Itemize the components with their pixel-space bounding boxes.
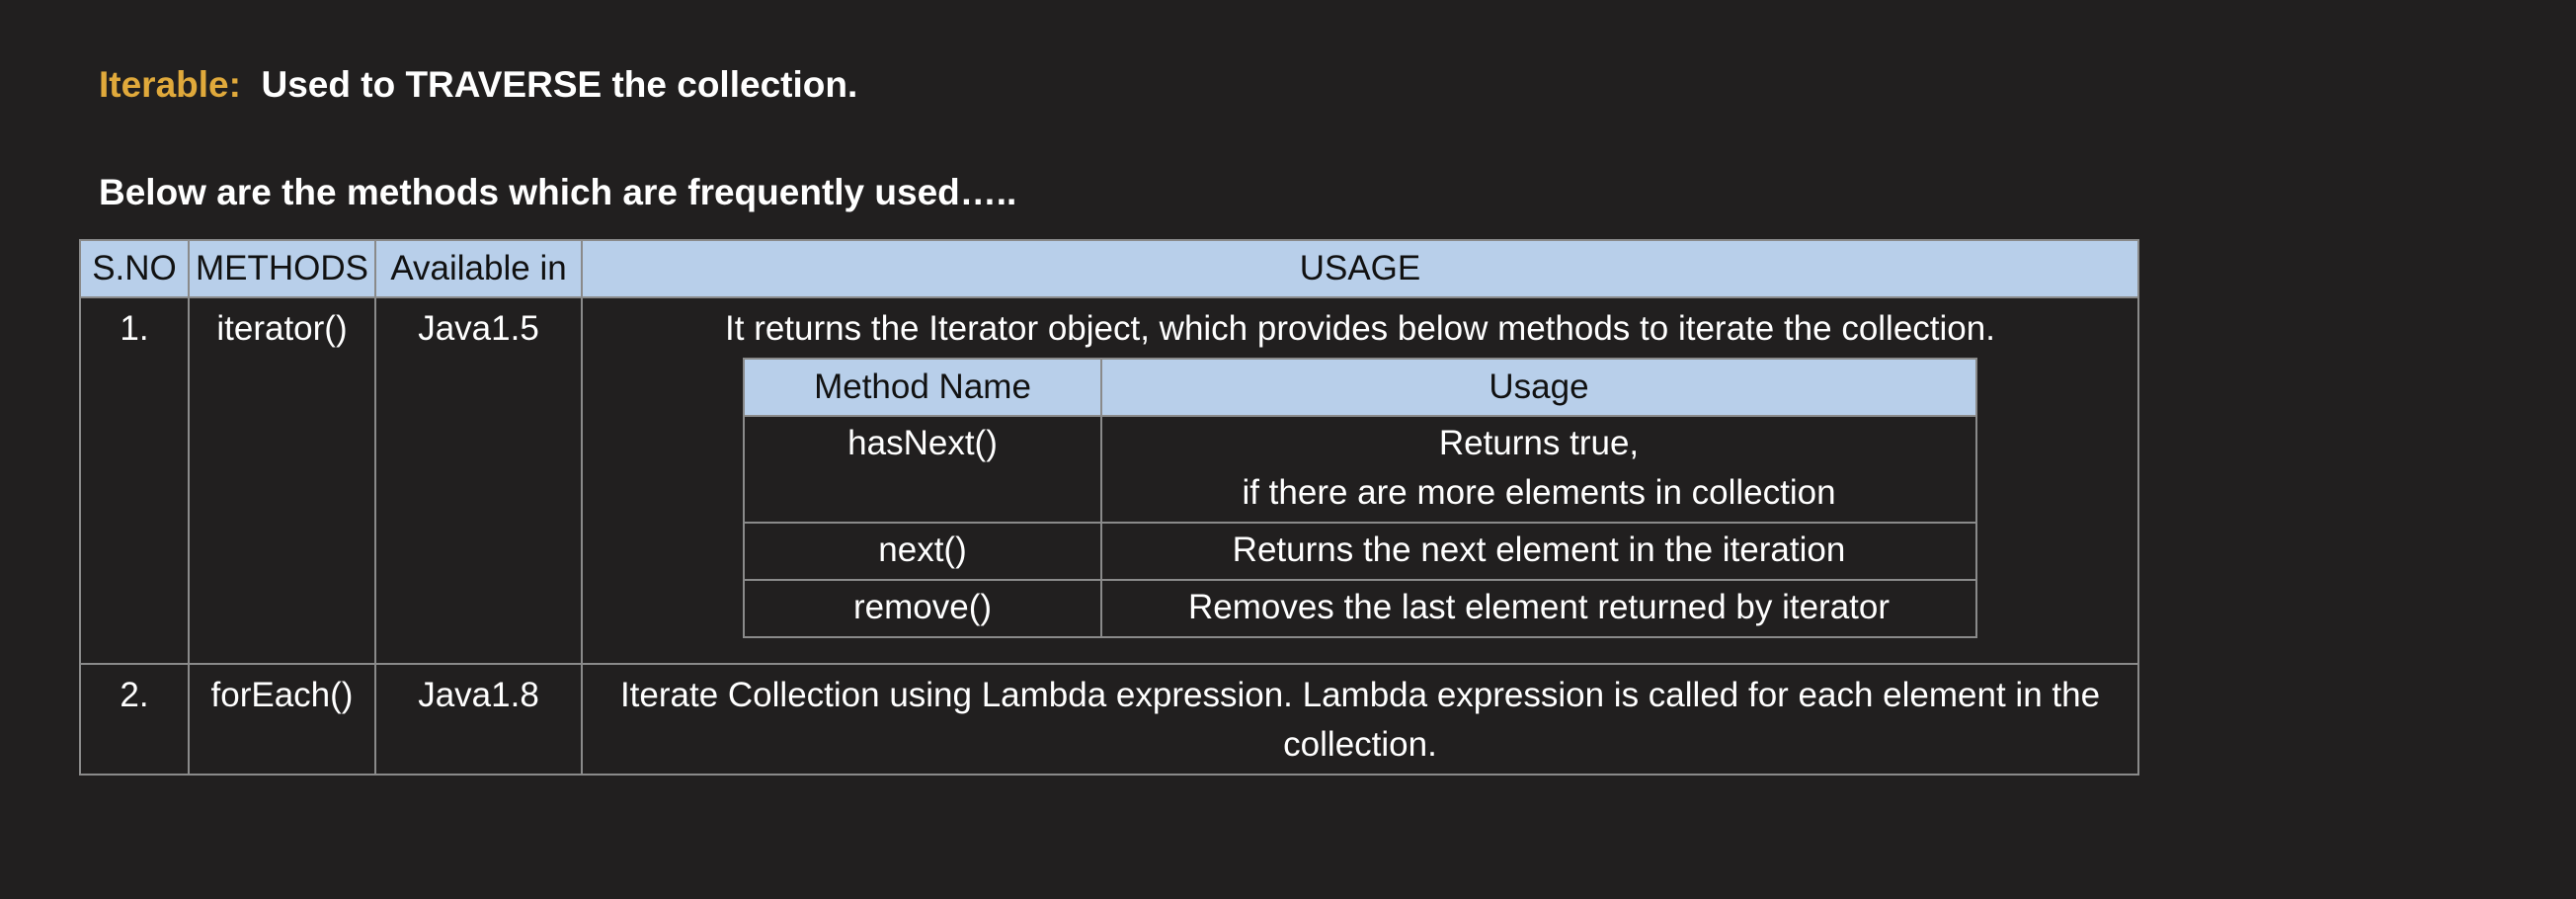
title-line: Iterable: Used to TRAVERSE the collectio…	[99, 66, 857, 103]
cell-usage: It returns the Iterator object, which pr…	[581, 296, 2139, 665]
sub-table-row: remove() Removes the last element return…	[743, 579, 1977, 638]
sub-cell-name: next()	[743, 522, 1102, 581]
cell-sno: 2.	[79, 663, 190, 776]
cell-method: iterator()	[188, 296, 376, 665]
sub-table-row: hasNext() Returns true, if there are mor…	[743, 415, 1977, 524]
header-method-name: Method Name	[743, 358, 1102, 417]
cell-sno: 1.	[79, 296, 190, 665]
methods-table: S.NO METHODS Available in USAGE 1. itera…	[79, 239, 2139, 776]
header-sub-usage: Usage	[1100, 358, 1977, 417]
usage-text: It returns the Iterator object, which pr…	[725, 309, 1995, 348]
sub-cell-name: hasNext()	[743, 415, 1102, 524]
title-description: Used to TRAVERSE the collection.	[261, 64, 858, 105]
cell-available: Java1.8	[374, 663, 583, 776]
cell-available: Java1.5	[374, 296, 583, 665]
sub-usage-line: if there are more elements in collection	[1242, 473, 1836, 512]
header-methods: METHODS	[188, 239, 376, 298]
sub-cell-usage: Returns the next element in the iteratio…	[1100, 522, 1977, 581]
sub-usage-line: Returns true,	[1438, 424, 1640, 462]
subheading: Below are the methods which are frequent…	[99, 172, 1017, 212]
sub-cell-usage: Removes the last element returned by ite…	[1100, 579, 1977, 638]
sub-cell-usage: Returns true, if there are more elements…	[1100, 415, 1977, 524]
sub-cell-name: remove()	[743, 579, 1102, 638]
table-header-row: S.NO METHODS Available in USAGE	[79, 239, 2139, 298]
table-row: 1. iterator() Java1.5 It returns the Ite…	[79, 296, 2139, 665]
header-usage: USAGE	[581, 239, 2139, 298]
cell-method: forEach()	[188, 663, 376, 776]
sub-table-row: next() Returns the next element in the i…	[743, 522, 1977, 581]
header-sno: S.NO	[79, 239, 190, 298]
usage-text: Iterate Collection using Lambda expressi…	[619, 676, 2101, 764]
sub-table-header-row: Method Name Usage	[743, 358, 1977, 417]
keyword-label: Iterable:	[99, 64, 241, 105]
header-available-in: Available in	[374, 239, 583, 298]
iterator-methods-table: Method Name Usage hasNext() Returns true…	[743, 358, 1977, 638]
table-row: 2. forEach() Java1.8 Iterate Collection …	[79, 663, 2139, 776]
cell-usage: Iterate Collection using Lambda expressi…	[581, 663, 2139, 776]
